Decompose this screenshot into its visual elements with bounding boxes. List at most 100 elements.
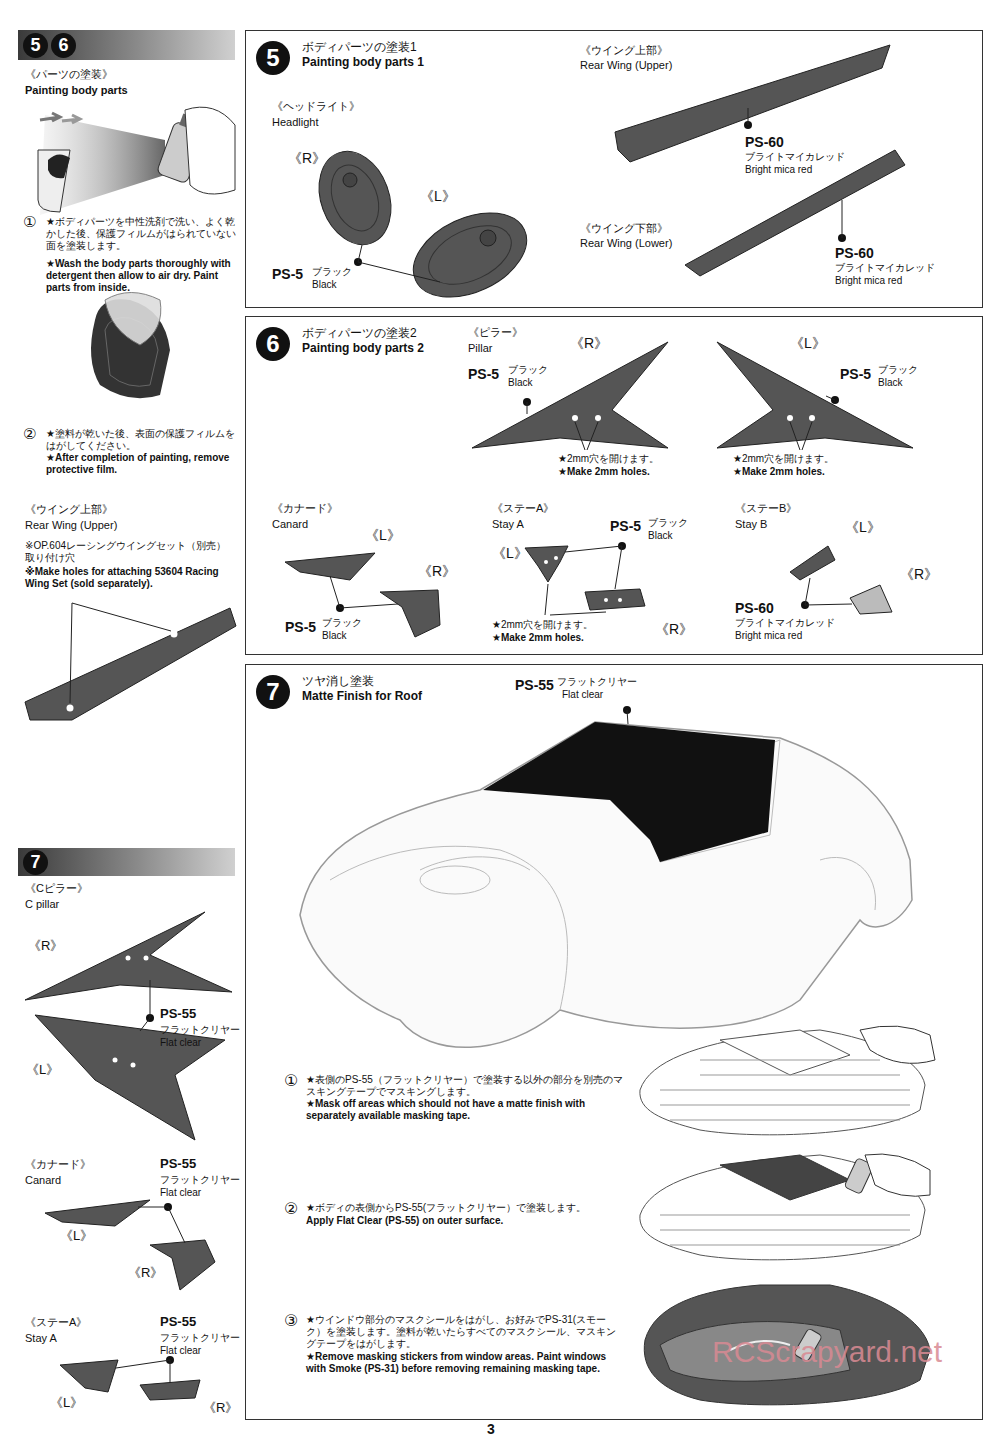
part-name: 《R》 <box>900 566 938 583</box>
canard-left-column <box>45 1200 215 1290</box>
annotation: ブラック <box>322 617 362 629</box>
paint-code: PS-55 <box>515 677 554 694</box>
part-name: 《ステーA》 <box>25 1316 87 1329</box>
annotation: フラットクリヤー <box>160 1332 240 1344</box>
annotation: Flat clear <box>562 689 603 701</box>
peel-film-illustration <box>91 293 170 399</box>
instruction-text: ★Make 2mm holes. <box>492 632 584 644</box>
instruction-text: ★Wash the body parts thoroughly with det… <box>46 258 236 294</box>
part-name: 《ウイング上部》 <box>580 44 668 57</box>
annotation: フラットクリヤー <box>160 1024 240 1036</box>
annotation: フラットクリヤー <box>160 1174 240 1186</box>
annotation: Flat clear <box>160 1037 201 1049</box>
part-name: 《カナード》 <box>272 502 338 515</box>
step-header-bar: 7 <box>18 848 235 876</box>
annotation: ② <box>23 425 36 443</box>
instruction-text: ★ボディの表側からPS-55(フラットクリヤー）で塗装します。 <box>306 1202 626 1214</box>
part-name: 《R》 <box>28 938 63 954</box>
paint-code: PS-5 <box>285 619 316 636</box>
annotation: Flat clear <box>160 1345 201 1357</box>
part-name: 《L》 <box>492 545 528 562</box>
step-title: Painting body parts 2 <box>302 342 424 356</box>
annotation: Rear Wing (Upper) <box>25 519 117 532</box>
step-header-bar: 56 <box>18 30 235 60</box>
spray-illustration <box>38 107 235 215</box>
annotation: Stay A <box>492 518 524 531</box>
annotation: フラットクリヤー <box>557 676 637 688</box>
step-number: 7 <box>23 850 48 875</box>
part-name: 《L》 <box>50 1395 83 1411</box>
annotation: ③ <box>284 1311 298 1330</box>
part-name: 《ステーB》 <box>735 502 797 515</box>
paint-code: PS-55 <box>160 1314 196 1330</box>
annotation: ブラック <box>508 364 548 376</box>
instruction-text: ★Mask off areas which should not have a … <box>306 1098 624 1122</box>
part-name: 《ヘッドライト》 <box>272 100 360 113</box>
part-name: 《ピラー》 <box>468 326 523 339</box>
part-name: 《L》 <box>365 527 401 544</box>
part-name: 《R》 <box>655 621 693 638</box>
annotation: Black <box>648 530 672 542</box>
instruction-text: ★2mm穴を開けます。 <box>558 453 659 465</box>
annotation: ① <box>284 1071 298 1090</box>
paint-code: PS-55 <box>160 1156 196 1172</box>
annotation: Bright mica red <box>835 275 902 287</box>
annotation: Black <box>878 377 902 389</box>
step-title: ボディパーツの塗装2 <box>302 327 417 341</box>
instruction-text: ★表側のPS-55（フラットクリヤー）で塗装する以外の部分を別売のマスキングテー… <box>306 1074 624 1098</box>
instruction-text: ★Remove masking stickers from window are… <box>306 1351 624 1375</box>
part-name: 《L》 <box>845 519 881 536</box>
annotation: ブライトマイカレッド <box>835 262 935 274</box>
part-name: 《R》 <box>418 563 456 580</box>
part-name: 《R》 <box>288 150 326 167</box>
instruction-text: ※OP.604レーシングウイングセット（別売）取り付け穴 <box>25 540 230 564</box>
annotation: ブラック <box>312 266 352 278</box>
instruction-text: ★ボディパーツを中性洗剤で洗い、よく乾かした後、保護フィルムがはられていない面を… <box>46 216 236 252</box>
step-number: 7 <box>256 675 290 709</box>
annotation: Black <box>508 377 532 389</box>
annotation: ① <box>23 213 36 231</box>
part-name: 《Cピラー》 <box>25 882 88 895</box>
paint-code: PS-60 <box>745 134 784 151</box>
part-name: 《ウイング上部》 <box>25 503 113 516</box>
part-name: 《R》 <box>203 1400 238 1416</box>
paint-code: PS-5 <box>272 266 303 283</box>
annotation: Rear Wing (Lower) <box>580 237 672 250</box>
annotation: Canard <box>25 1174 61 1187</box>
instruction-text: ★2mm穴を開けます。 <box>733 453 834 465</box>
annotation: Stay A <box>25 1332 57 1345</box>
page-number: 3 <box>487 1421 495 1438</box>
part-name: 《パーツの塗装》 <box>25 68 113 81</box>
stay-a-left-column <box>60 1356 200 1400</box>
step-title: ボディパーツの塗装1 <box>302 41 417 55</box>
instruction-text: ★Make 2mm holes. <box>733 466 825 478</box>
annotation: Painting body parts <box>25 84 128 97</box>
instruction-text: ★After completion of painting, remove pr… <box>46 452 236 476</box>
annotation: Flat clear <box>160 1187 201 1199</box>
part-name: 《L》 <box>790 335 826 352</box>
annotation: Rear Wing (Upper) <box>580 59 672 72</box>
annotation: ② <box>284 1199 298 1218</box>
annotation: Headlight <box>272 116 318 129</box>
annotation: ブラック <box>878 364 918 376</box>
annotation: C pillar <box>25 898 59 911</box>
annotation: ブライトマイカレッド <box>735 617 835 629</box>
part-name: 《R》 <box>128 1265 163 1281</box>
annotation: ブラック <box>648 517 688 529</box>
paint-code: PS-55 <box>160 1006 196 1022</box>
annotation: Bright mica red <box>745 164 812 176</box>
instruction-text: ★ウインドウ部分のマスクシールをはがし、お好みでPS-31(スモーク）を塗装しま… <box>306 1314 624 1350</box>
step-panel: 6ボディパーツの塗装2Painting body parts 2 <box>245 316 983 655</box>
annotation: Bright mica red <box>735 630 802 642</box>
stay-parts <box>525 542 892 615</box>
canard-parts <box>285 553 440 637</box>
part-name: 《R》 <box>570 335 608 352</box>
annotation: Stay B <box>735 518 767 531</box>
paint-code: PS-60 <box>835 245 874 262</box>
step-title: ツヤ消し塗装 <box>302 675 374 689</box>
pillar-parts <box>472 342 913 450</box>
annotation: Black <box>322 630 346 642</box>
step-number: 6 <box>51 33 76 58</box>
headlight-parts <box>307 141 540 314</box>
annotation: ブライトマイカレッド <box>745 151 845 163</box>
